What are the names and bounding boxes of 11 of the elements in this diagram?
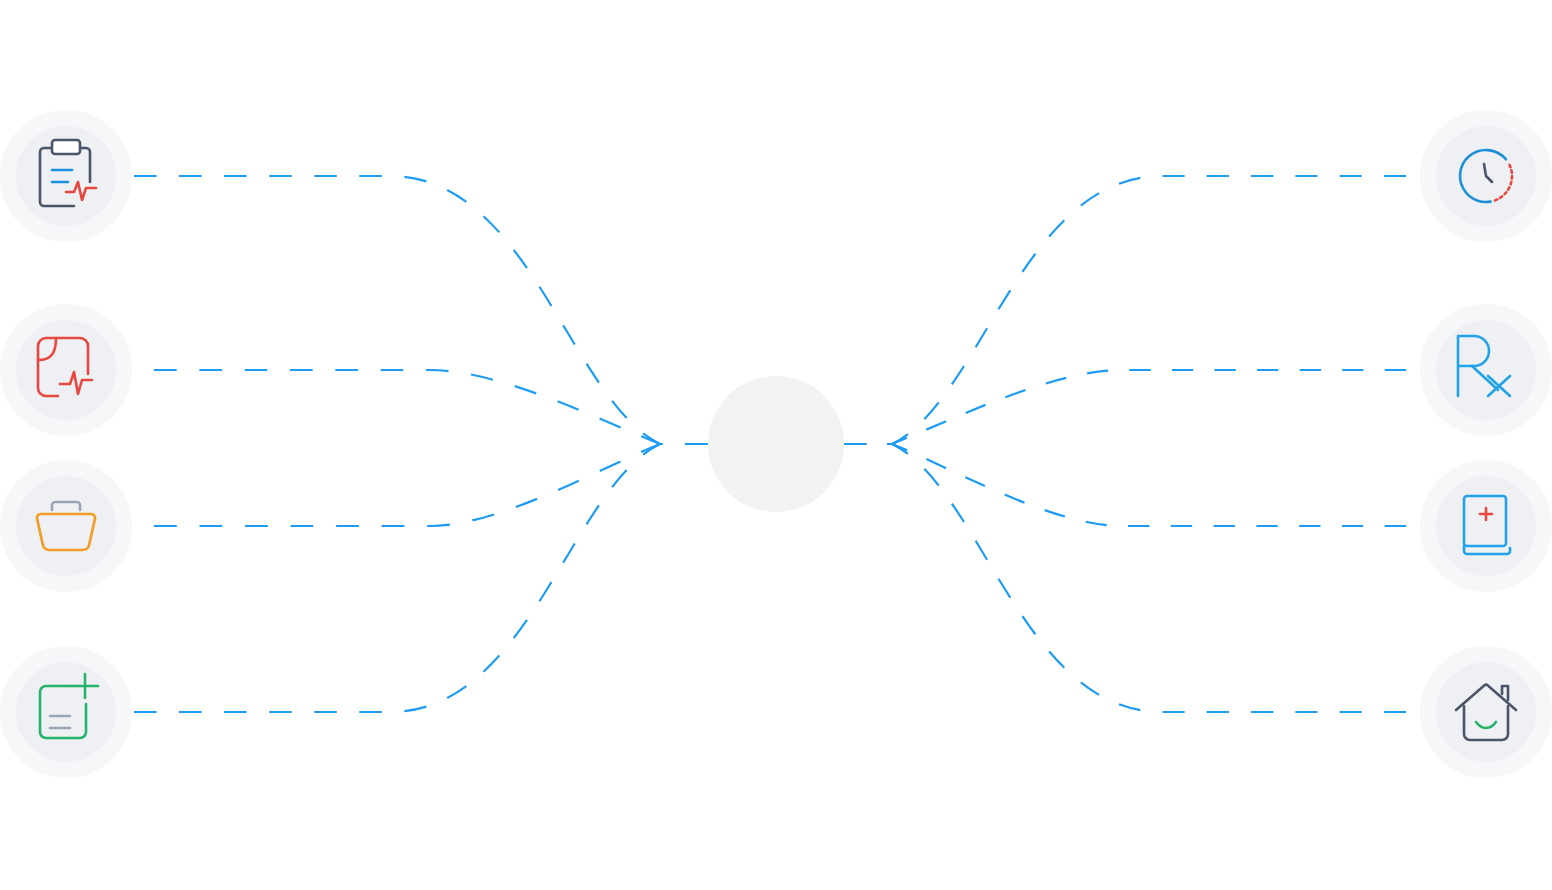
hub-circle [708,376,844,512]
icon-circle [0,110,132,242]
dashed-connector [134,442,708,714]
icon-circle [1420,110,1552,242]
icon-circle [1420,646,1552,778]
icon-circle [1420,304,1552,436]
icon-circle [0,460,132,592]
icon-circle [1420,460,1552,592]
dashed-connector [844,442,1406,714]
icon-circle [0,646,132,778]
icon-circle [0,304,132,436]
